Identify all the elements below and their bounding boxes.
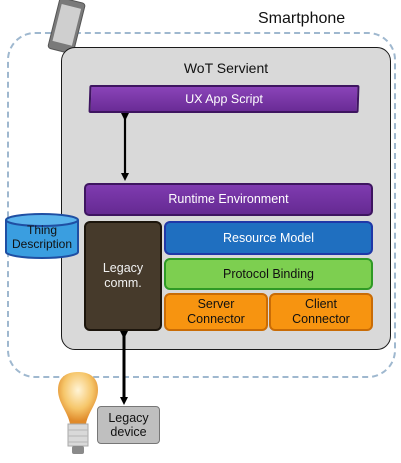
legacy-comm-line1: Legacy	[102, 261, 144, 275]
runtime-environment-label: Runtime Environment	[168, 192, 289, 206]
server-connector-box: Server Connector	[164, 293, 268, 331]
legacy-device-box: Legacy device	[97, 406, 160, 444]
legacy-comm-label: Legacy comm.	[103, 261, 143, 291]
protocol-binding-label: Protocol Binding	[222, 266, 315, 281]
client-connector-line2: Connector	[292, 312, 350, 326]
ux-app-script-box: UX App Script	[88, 85, 360, 113]
server-connector-line2: Connector	[187, 312, 245, 326]
runtime-environment-box: Runtime Environment	[84, 183, 373, 216]
thing-description-label: Thing Description	[4, 223, 80, 252]
protocol-binding-box: Protocol Binding	[164, 258, 373, 290]
client-connector-line1: Client	[305, 297, 337, 311]
smartphone-boundary	[7, 32, 396, 378]
legacy-device-line1: Legacy	[108, 410, 149, 425]
resource-model-box: Resource Model	[164, 221, 373, 255]
ux-app-script-label: UX App Script	[184, 91, 264, 106]
wot-servient-title: WoT Servient	[183, 60, 269, 76]
thing-description-line1: Thing	[26, 223, 58, 237]
legacy-device-line2: device	[110, 425, 147, 439]
legacy-comm-line2: comm.	[104, 276, 142, 290]
legacy-comm-box: Legacy comm.	[84, 221, 162, 331]
smartphone-label: Smartphone	[258, 10, 346, 27]
thing-description-line2: Description	[11, 237, 73, 252]
server-connector-line1: Server	[197, 297, 235, 311]
resource-model-label: Resource Model	[222, 230, 314, 245]
client-connector-box: Client Connector	[269, 293, 373, 331]
